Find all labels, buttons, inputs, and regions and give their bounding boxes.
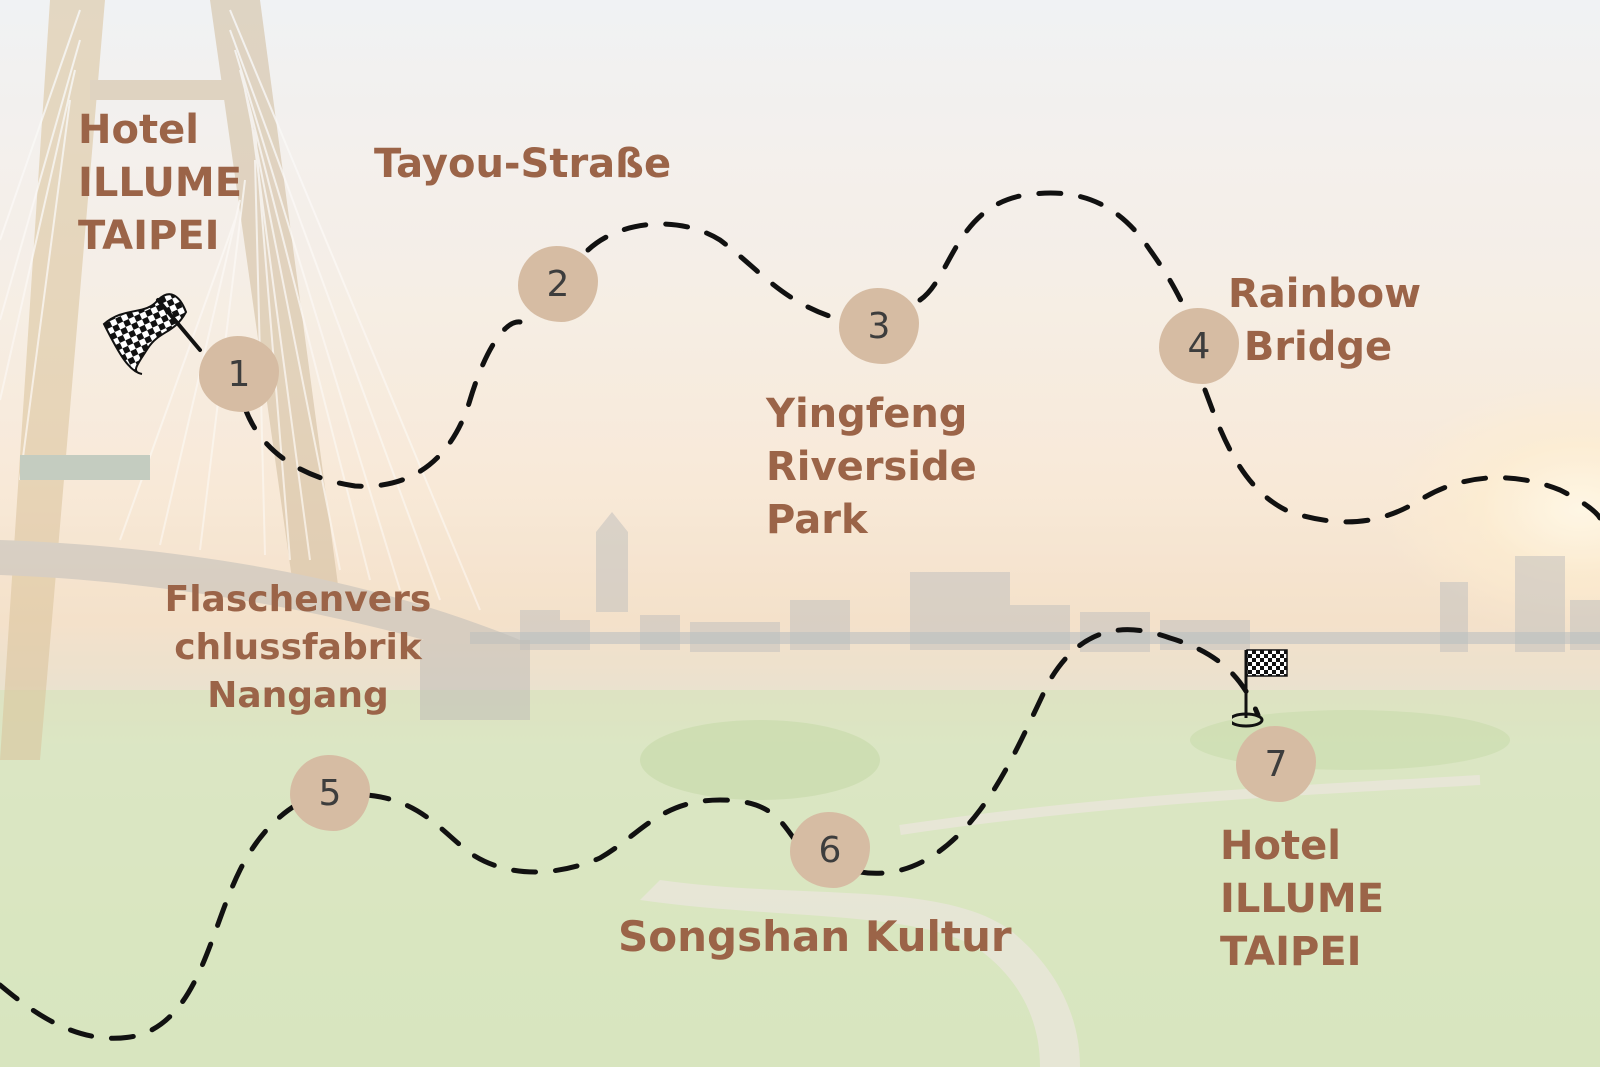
label-line: Nangang: [207, 675, 389, 716]
checkered-flag-icon: [102, 293, 202, 375]
label-line: ILLUME: [78, 160, 243, 206]
label-line: Songshan Kultur: [618, 912, 1012, 961]
route-stop-4[interactable]: 4: [1159, 308, 1239, 384]
label-line: Riverside: [766, 444, 977, 490]
label-songshan: Songshan Kultur: [618, 910, 1012, 963]
route-stop-1[interactable]: 1: [199, 336, 279, 412]
stop-number: 5: [318, 772, 342, 814]
label-line: Flaschenvers: [164, 579, 432, 620]
stop-number: 1: [227, 353, 251, 395]
elevated-highway: [470, 632, 1600, 644]
route-segment-1-2: [242, 319, 523, 489]
stop-number: 7: [1264, 743, 1288, 785]
stop-number: 4: [1187, 325, 1211, 367]
route-segment-2-3: [585, 221, 838, 321]
stop-number: 2: [546, 263, 570, 305]
label-tayou-street: Tayou-Straße: [374, 138, 671, 191]
label-line: Park: [766, 497, 868, 543]
route-segment-5-6: [364, 792, 798, 875]
route-segment-west-5: [0, 797, 308, 1041]
route-stop-3[interactable]: 3: [839, 288, 919, 364]
label-rainbow-bridge: Rainbow Bridge: [1228, 268, 1422, 374]
stop-number: 3: [867, 305, 891, 347]
route-stop-6[interactable]: 6: [790, 812, 870, 888]
label-line: TAIPEI: [78, 213, 220, 259]
label-line: TAIPEI: [1220, 929, 1362, 975]
route-segment-4-east: [1202, 387, 1600, 525]
label-flaschen-factory: Flaschenvers chlussfabrik Nangang: [148, 576, 448, 720]
finish-flag-icon: [1232, 649, 1288, 728]
label-line: Tayou-Straße: [374, 141, 672, 187]
route-stop-2[interactable]: 2: [518, 246, 598, 322]
route-segment-6-7: [857, 627, 1261, 876]
label-yingfeng-park: Yingfeng Riverside Park: [766, 388, 977, 547]
label-line: ILLUME: [1220, 876, 1385, 922]
route-stop-5[interactable]: 5: [290, 755, 370, 831]
stop-number: 6: [818, 829, 842, 871]
route-stop-7[interactable]: 7: [1236, 726, 1316, 802]
route-segment-3-4: [917, 190, 1188, 311]
label-line: Yingfeng: [766, 391, 968, 437]
cable-stayed-bridge: [0, 0, 530, 760]
label-start-hotel: Hotel ILLUME TAIPEI: [78, 104, 242, 263]
label-line: chlussfabrik: [174, 627, 422, 668]
label-line: Rainbow: [1228, 271, 1422, 317]
label-line: Hotel: [1220, 823, 1341, 869]
park-path: [640, 880, 1080, 1067]
label-line: Bridge: [1243, 324, 1393, 370]
label-line: Hotel: [78, 107, 199, 153]
label-end-hotel: Hotel ILLUME TAIPEI: [1220, 820, 1384, 979]
